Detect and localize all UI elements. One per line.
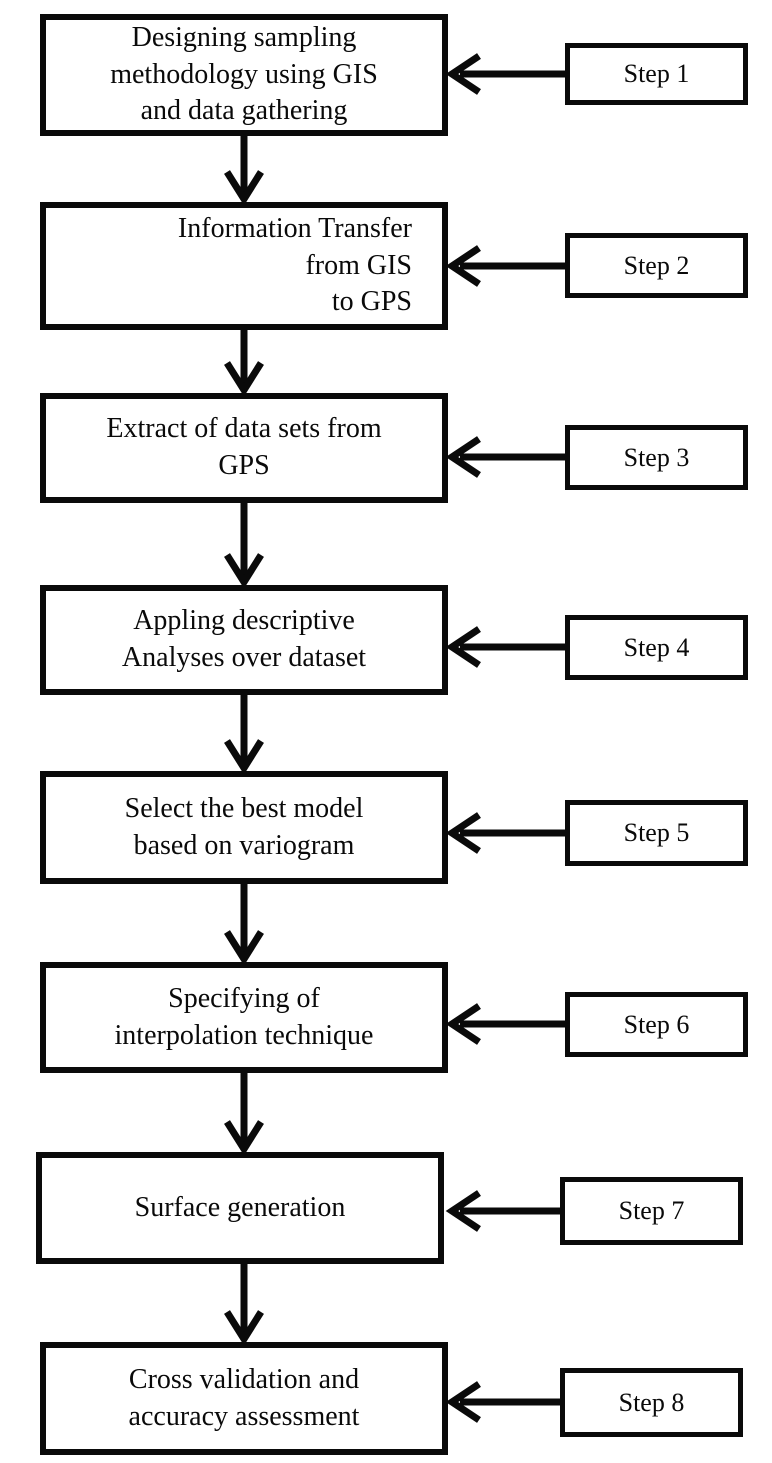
down-arrow-7-8 — [224, 1262, 264, 1346]
step-label-2: Step 2 — [623, 250, 690, 280]
step-label-5: Step 5 — [623, 818, 690, 847]
process-box-step6-label: Specifying of interpolation technique — [114, 982, 374, 1051]
step-label-box-3: Step 3 — [565, 425, 748, 490]
step-label-3: Step 3 — [623, 442, 690, 472]
step-arrow-2 — [445, 245, 565, 287]
process-box-step4: Appling descriptive Analyses over datase… — [40, 585, 448, 695]
process-box-step4-label: Appling descriptive Analyses over datase… — [121, 605, 367, 673]
process-box-step5: Select the best model based on variogram — [40, 771, 448, 884]
step-label-6: Step 6 — [623, 1009, 690, 1039]
step-label-1: Step 1 — [623, 59, 690, 88]
step-arrow-7 — [445, 1190, 565, 1232]
step-label-box-8: Step 8 — [560, 1368, 743, 1437]
step-label-box-7: Step 7 — [560, 1177, 743, 1245]
step-label-box-1: Step 1 — [565, 43, 748, 105]
step-label-box-4: Step 4 — [565, 615, 748, 680]
process-box-step7: Surface generation — [36, 1152, 444, 1264]
process-box-step7-label: Surface generation — [134, 1191, 346, 1223]
down-arrow-4-5 — [224, 693, 264, 775]
step-label-box-2: Step 2 — [565, 233, 748, 298]
down-arrow-1-2 — [224, 134, 264, 206]
process-box-step1-label: Designing sampling methodology using GIS… — [110, 21, 378, 127]
step-arrow-6 — [445, 1003, 565, 1045]
down-arrow-5-6 — [224, 882, 264, 966]
step-label-4: Step 4 — [623, 632, 690, 662]
step-label-box-5: Step 5 — [565, 800, 748, 866]
down-arrow-3-4 — [224, 501, 264, 589]
process-box-step8-label: Cross validation and accuracy assessment — [128, 1363, 360, 1432]
step-arrow-3 — [445, 436, 565, 478]
down-arrow-6-7 — [224, 1071, 264, 1156]
process-box-step3-label: Extract of data sets from GPS — [106, 413, 382, 481]
step-label-7: Step 7 — [618, 1196, 685, 1225]
process-box-step8: Cross validation and accuracy assessment — [40, 1342, 448, 1455]
step-arrow-4 — [445, 626, 565, 668]
step-arrow-8 — [445, 1381, 565, 1423]
process-box-step1: Designing sampling methodology using GIS… — [40, 14, 448, 136]
process-box-step6: Specifying of interpolation technique — [40, 962, 448, 1073]
step-arrow-5 — [445, 812, 565, 854]
process-box-step2: Information Transfer from GIS to GPS — [40, 202, 448, 330]
step-label-8: Step 8 — [618, 1387, 685, 1417]
step-arrow-1 — [445, 53, 565, 95]
step-label-box-6: Step 6 — [565, 992, 748, 1057]
process-box-step3: Extract of data sets from GPS — [40, 393, 448, 503]
process-box-step2-label: Information Transfer from GIS to GPS — [177, 212, 412, 318]
down-arrow-2-3 — [224, 328, 264, 397]
process-box-step5-label: Select the best model based on variogram — [124, 792, 364, 861]
